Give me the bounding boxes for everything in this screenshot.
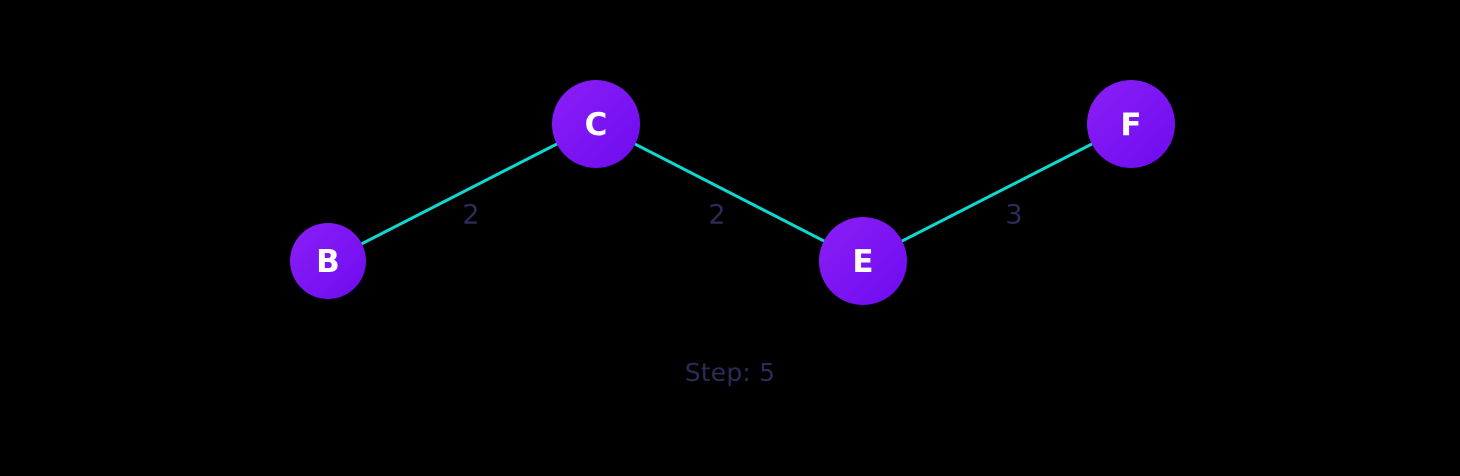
edge-B-C[interactable] <box>326 122 598 263</box>
edge-E-F[interactable] <box>861 122 1133 263</box>
graph-node-E[interactable]: E <box>819 217 907 305</box>
node-label-E: E <box>852 244 873 280</box>
edge-weights-layer: 2 2 3 <box>462 200 1022 231</box>
node-circle-B[interactable] <box>290 223 366 299</box>
edges-layer <box>326 122 1133 263</box>
graph-node-C[interactable]: C <box>552 80 640 168</box>
edge-weight-E-F: 3 <box>1005 200 1022 231</box>
nodes-layer: B C E F <box>290 80 1175 305</box>
edge-weight-C-E: 2 <box>708 200 725 231</box>
node-circle-E[interactable] <box>819 217 907 305</box>
node-circle-F[interactable] <box>1087 80 1175 168</box>
edge-weight-B-C: 2 <box>462 200 479 231</box>
graph-node-B[interactable]: B <box>290 223 366 299</box>
step-counter-caption: Step: 5 <box>684 358 776 387</box>
edge-C-E[interactable] <box>594 122 865 263</box>
node-label-F: F <box>1120 107 1141 143</box>
node-circle-C[interactable] <box>552 80 640 168</box>
graph-node-F[interactable]: F <box>1087 80 1175 168</box>
node-label-B: B <box>316 244 340 280</box>
node-label-C: C <box>585 107 608 143</box>
